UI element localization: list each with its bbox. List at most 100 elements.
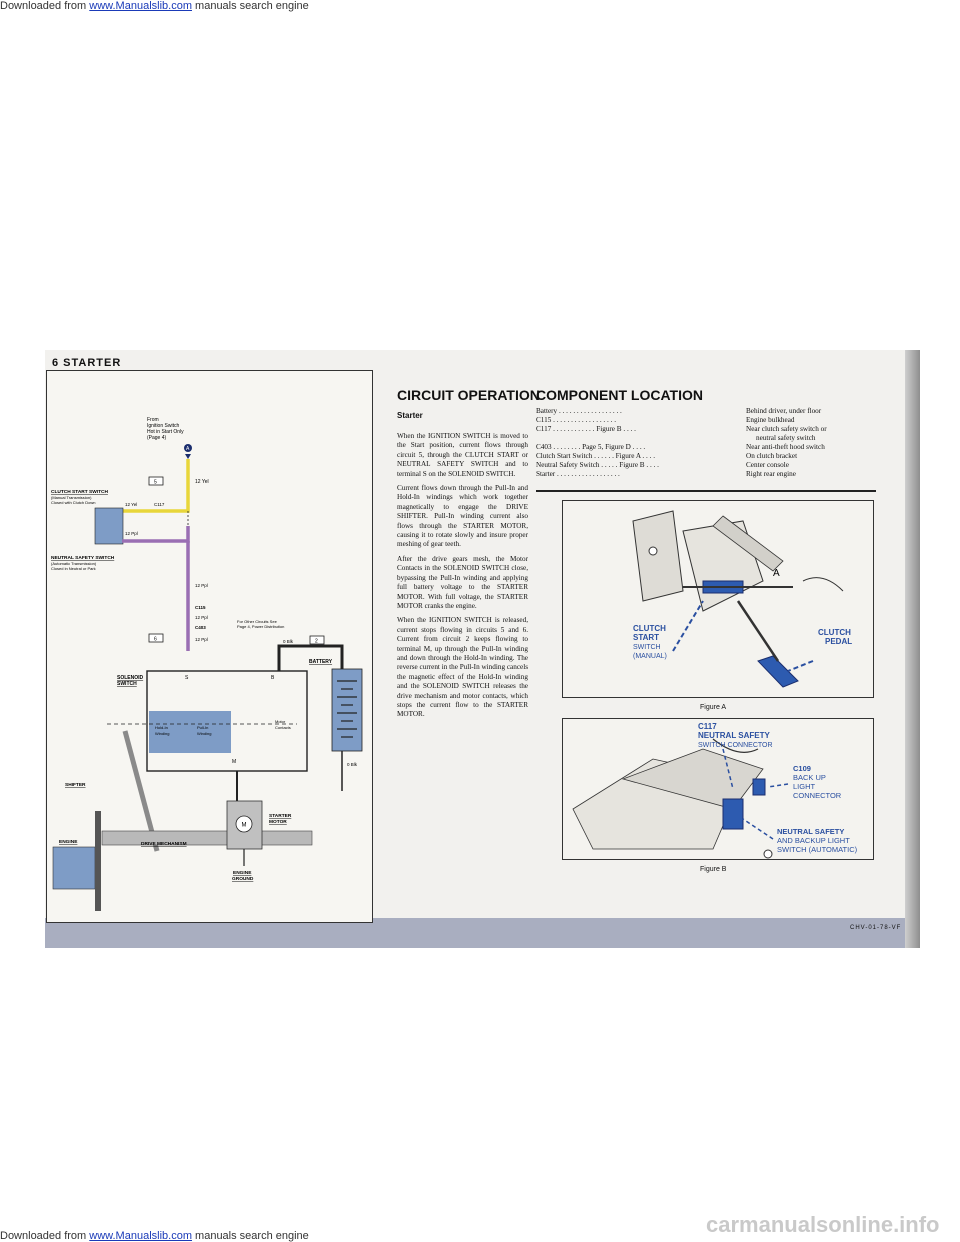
- label-neutral-1: NEUTRAL SAFETY: [777, 827, 844, 836]
- starter-wiring-diagram: From Ignition Switch Hot in Start Only (…: [51, 417, 363, 911]
- wire-12ppl-label-b: 12 Ppl: [195, 583, 208, 588]
- c403-label: C403: [195, 625, 206, 630]
- terminal-m-label: M: [232, 759, 236, 765]
- pullin-label-2: Winding: [197, 731, 211, 736]
- paragraph-2: Current flows down through the Pull-In a…: [397, 484, 528, 549]
- wire-12ppl-label-a: 12 Ppl: [125, 531, 138, 536]
- paragraph-3: After the drive gears mesh, the Motor Co…: [397, 554, 528, 610]
- clutch-start-switch-sub-2: Closed with Clutch Down: [51, 500, 95, 505]
- connector-arrow-icon: [185, 454, 191, 459]
- view-a-mark: A: [773, 568, 780, 579]
- clutch-pedal-pad: [757, 655, 799, 688]
- label-clutch-start-3: SWITCH: [633, 644, 661, 651]
- neutral-pointer: [742, 818, 774, 840]
- location-row: Starter . . . . . . . . . . . . . . . . …: [536, 470, 796, 478]
- manualslib-link-bottom[interactable]: www.Manualslib.com: [89, 1230, 192, 1242]
- page-bottom-shade: [45, 918, 920, 948]
- drive-mechanism-label: DRIVE MECHANISM: [141, 841, 187, 847]
- bracket-hole: [648, 546, 658, 556]
- neutral-safety-switch-part: [722, 798, 744, 830]
- location-row: Battery . . . . . . . . . . . . . . . . …: [536, 407, 822, 415]
- label-clutch-start-1: CLUTCH: [633, 624, 666, 633]
- manualslib-link-top[interactable]: www.Manualslib.com: [89, 0, 192, 12]
- bracket-plate: [632, 510, 684, 602]
- battery-cable-top: [277, 644, 344, 671]
- figure-a-caption: Figure A: [700, 704, 727, 711]
- label-clutch-pedal-2: PEDAL: [825, 637, 852, 646]
- circuit-2-label: 2: [315, 639, 318, 645]
- c115-label: C115: [195, 605, 206, 610]
- paragraph-4: When the IGNITION SWITCH is released, cu…: [397, 616, 528, 719]
- bolt: [763, 849, 773, 859]
- figure-a-illustration: A CLUTCH START SWITCH (MANUAL) CLUTCH PE…: [632, 510, 852, 688]
- watermark-text: carmanualsonline.info: [706, 1212, 940, 1237]
- wiring-loop: [712, 738, 759, 753]
- label-c109-3: LIGHT: [793, 782, 816, 791]
- clutch-switch-body: [94, 507, 124, 545]
- circuit-5-label: 5: [154, 480, 157, 486]
- location-row: C403 . . . . . . . . Page 5, Figure D . …: [536, 443, 825, 451]
- figure-b-illustration: C117 NEUTRAL SAFETY SWITCH CONNECTOR C10…: [572, 722, 858, 859]
- neutral-safety-sub-1: (Automatic Transmission): [51, 561, 97, 566]
- circuit-6-label: 6: [154, 637, 157, 643]
- page-edge-shadow: [905, 350, 920, 948]
- pedal-arm: [712, 515, 784, 572]
- connector-a-label: A: [186, 446, 190, 452]
- shifter-label: SHIFTER: [65, 782, 86, 788]
- from-label-2: Ignition Switch: [147, 423, 179, 429]
- motor-symbol: [235, 815, 253, 833]
- location-row: Neutral Safety Switch . . . . . Figure B…: [536, 461, 789, 469]
- circuit-operation-title: CIRCUIT OPERATION: [397, 387, 540, 403]
- clutch-start-switch-sub-1: (Manual Transmission): [51, 495, 92, 500]
- label-c109-1: C109: [793, 764, 811, 773]
- neutral-safety-sub-2: Closed in Neutral or Park: [51, 566, 96, 571]
- c109-connector-part: [752, 778, 766, 796]
- motor-m-symbol: M: [242, 823, 247, 829]
- holdin-label-1: Hold-In: [155, 725, 168, 730]
- engine-ground-label-1: ENGINE: [233, 870, 252, 876]
- starter-motor-label-2: MOTOR: [269, 819, 287, 825]
- c109-pointer: [767, 783, 789, 788]
- holdin-label-2: Winding: [155, 731, 169, 736]
- circuit-2-box: [309, 635, 325, 645]
- table-rule: [536, 490, 876, 492]
- figure-b-box: C117 NEUTRAL SAFETY SWITCH CONNECTOR C10…: [562, 718, 874, 860]
- console-panel: [621, 748, 764, 810]
- other-circuits-2: Page 4, Power Distribution: [237, 624, 284, 629]
- windings-fill: [149, 711, 231, 753]
- from-label-4: (Page 4): [147, 435, 167, 441]
- circuit-5-box: [148, 476, 164, 486]
- engine-block: [52, 846, 96, 890]
- bottom-download-banner: Downloaded from www.Manualslib.com manua…: [0, 1230, 309, 1242]
- battery-plates: [337, 680, 357, 738]
- from-label-3: Hot in Start Only: [147, 429, 184, 435]
- label-clutch-start-4: (MANUAL): [633, 653, 667, 660]
- wire-12ppl-label-d: 12 Ppl: [195, 637, 208, 642]
- wire-0blk-top: 0 Blk: [283, 639, 294, 644]
- wiring-diagram-panel: From Ignition Switch Hot in Start Only (…: [46, 370, 373, 923]
- label-neutral-3: SWITCH (AUTOMATIC): [777, 845, 858, 854]
- neutral-safety-switch-title: NEUTRAL SAFETY SWITCH: [51, 555, 115, 561]
- motor-contacts-2: Contacts: [275, 725, 291, 730]
- pullin-label-1: Pull-In: [197, 725, 208, 730]
- circuit-6-box: [148, 633, 164, 643]
- connector-a-circle: [184, 444, 192, 452]
- wire-12yel-label: 12 Yel: [125, 502, 137, 507]
- clutch-switch-pointer: [672, 600, 704, 652]
- wire-0blk-bottom: 0 Blk: [347, 762, 358, 767]
- label-clutch-pedal-1: CLUTCH: [818, 628, 851, 637]
- location-row: neutral safety switch: [756, 434, 816, 442]
- pedal-shaft: [736, 600, 780, 662]
- label-c117-1: C117: [698, 722, 717, 731]
- label-neutral-2: AND BACKUP LIGHT: [777, 836, 850, 845]
- pedal-bracket: [682, 520, 764, 612]
- solenoid-label-1: SOLENOID: [117, 675, 144, 681]
- terminal-s-label: S: [185, 675, 189, 681]
- label-c117-2: NEUTRAL SAFETY: [698, 731, 771, 740]
- battery-label: BATTERY: [309, 659, 333, 665]
- c117-label: C117: [154, 502, 165, 507]
- figure-b-caption: Figure B: [700, 866, 727, 873]
- label-c109-2: BACK UP: [793, 773, 826, 782]
- label-c109-4: CONNECTOR: [793, 791, 842, 800]
- wire-12ppl-label-c: 12 Ppl: [195, 615, 208, 620]
